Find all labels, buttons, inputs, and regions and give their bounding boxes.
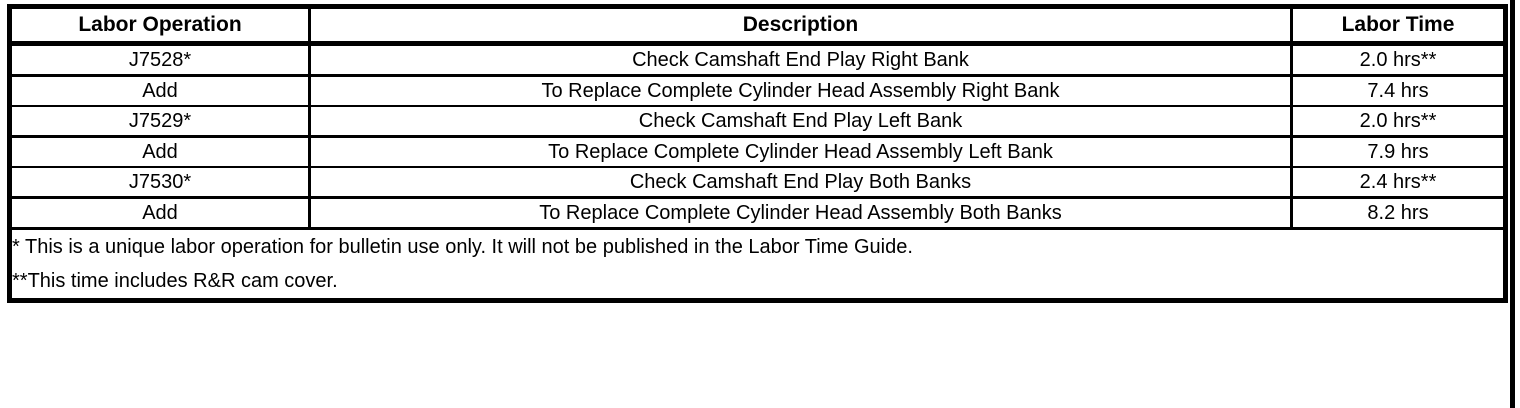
cell-description: Check Camshaft End Play Right Bank bbox=[309, 43, 1293, 77]
cell-labor-time: 7.9 hrs bbox=[1291, 136, 1506, 168]
cell-labor-operation: Add bbox=[9, 75, 311, 107]
cell-labor-operation: J7528* bbox=[9, 43, 311, 77]
labor-operation-table: Labor Operation Description Labor Time J… bbox=[7, 4, 1508, 303]
footnote-row: **This time includes R&R cam cover. bbox=[9, 264, 1506, 301]
table-header-row: Labor Operation Description Labor Time bbox=[9, 6, 1506, 46]
cell-description: Check Camshaft End Play Both Banks bbox=[309, 167, 1293, 199]
table-row: Add To Replace Complete Cylinder Head As… bbox=[9, 136, 1506, 168]
cell-labor-time: 2.0 hrs** bbox=[1291, 43, 1506, 77]
table-row: J7530* Check Camshaft End Play Both Bank… bbox=[9, 167, 1506, 199]
table-row: Add To Replace Complete Cylinder Head As… bbox=[9, 197, 1506, 230]
footnote-single-asterisk: * This is a unique labor operation for b… bbox=[9, 227, 1506, 264]
cell-labor-operation: J7530* bbox=[9, 167, 311, 199]
footnote-double-asterisk: **This time includes R&R cam cover. bbox=[9, 264, 1506, 301]
table-row: Add To Replace Complete Cylinder Head As… bbox=[9, 75, 1506, 107]
cell-labor-time: 7.4 hrs bbox=[1291, 75, 1506, 107]
cell-labor-time: 8.2 hrs bbox=[1291, 197, 1506, 230]
cell-description: To Replace Complete Cylinder Head Assemb… bbox=[309, 136, 1293, 168]
cell-labor-time: 2.4 hrs** bbox=[1291, 167, 1506, 199]
table-row: J7529* Check Camshaft End Play Left Bank… bbox=[9, 106, 1506, 138]
cell-labor-operation: J7529* bbox=[9, 106, 311, 138]
cell-labor-time: 2.0 hrs** bbox=[1291, 106, 1506, 138]
column-header-labor-time: Labor Time bbox=[1291, 6, 1506, 46]
column-header-description: Description bbox=[309, 6, 1293, 46]
cell-labor-operation: Add bbox=[9, 197, 311, 230]
page-right-frame-rule bbox=[1510, 0, 1515, 408]
footnote-row: * This is a unique labor operation for b… bbox=[9, 227, 1506, 264]
cell-description: To Replace Complete Cylinder Head Assemb… bbox=[309, 75, 1293, 107]
table-row: J7528* Check Camshaft End Play Right Ban… bbox=[9, 43, 1506, 77]
cell-description: To Replace Complete Cylinder Head Assemb… bbox=[309, 197, 1293, 230]
table-header: Labor Operation Description Labor Time bbox=[9, 6, 1506, 46]
cell-labor-operation: Add bbox=[9, 136, 311, 168]
column-header-labor-operation: Labor Operation bbox=[9, 6, 311, 46]
table-body: J7528* Check Camshaft End Play Right Ban… bbox=[9, 43, 1506, 301]
cell-description: Check Camshaft End Play Left Bank bbox=[309, 106, 1293, 138]
